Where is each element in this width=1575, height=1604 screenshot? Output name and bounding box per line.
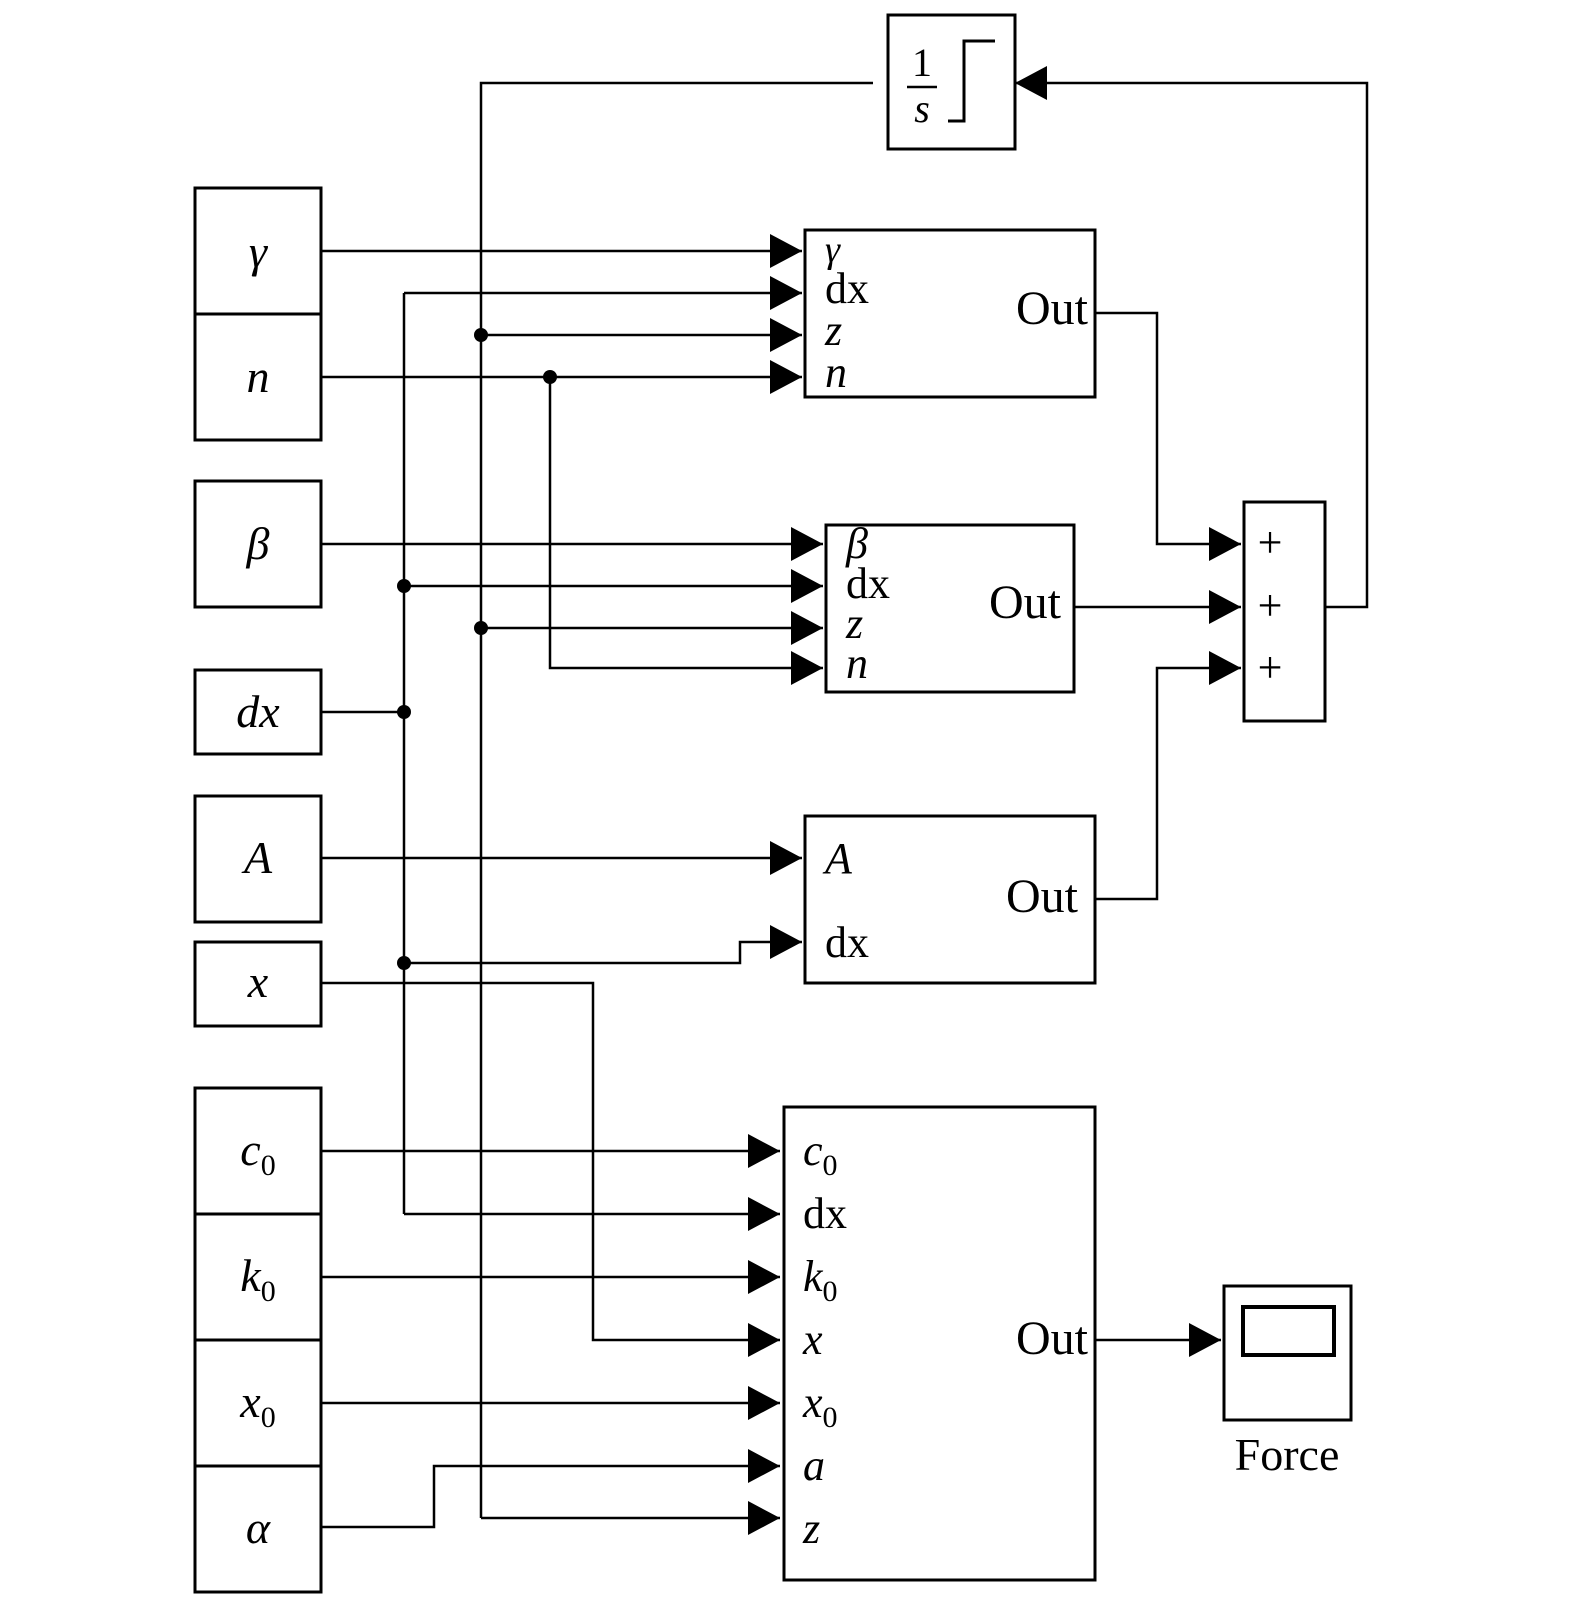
junction-dots [397,328,557,970]
sum-sign: + [1258,643,1283,692]
input-blocks: γ n β dx A x c0 k0 [193,186,323,1594]
sum-sign: + [1258,581,1283,630]
wire-sub1-to-sum [1095,311,1241,561]
junction-dot [474,328,488,342]
port-label: dx [825,264,869,313]
input-label-x: x [247,956,269,1007]
port-label: β [845,519,868,568]
input-block-gamma[interactable]: γ [193,186,323,316]
input-label-dx: dx [236,686,280,737]
junction-dot [397,705,411,719]
port-label: c0 [803,1126,838,1182]
port-label: z [802,1504,820,1553]
port-label: A [822,834,853,883]
input-block-dx[interactable]: dx [193,668,323,756]
scope-label: Force [1235,1429,1340,1480]
input-block-c0[interactable]: c0 [193,1086,323,1216]
junction-dot [397,956,411,970]
port-label: γ [825,229,841,271]
junction-dot [474,621,488,635]
input-label-c0: c0 [240,1124,275,1182]
scope-screen-icon [1241,1305,1336,1357]
subsystem-4[interactable]: c0 dx k0 x x0 a z Out [782,1105,1097,1582]
input-block-A[interactable]: A [193,794,323,924]
subsystem-1[interactable]: γ dx z n Out [803,228,1097,399]
input-label-beta: β [246,518,270,569]
integral-symbol-icon [948,39,995,123]
port-label: n [846,639,868,688]
out-label: Out [1006,870,1079,923]
junction-dot [543,370,557,384]
port-label: x0 [802,1378,838,1434]
input-block-x[interactable]: x [193,940,323,1028]
wire-sum-to-integrator [1015,66,1369,609]
input-block-n[interactable]: n [193,312,323,442]
port-label: x [802,1315,823,1364]
out-label: Out [989,576,1062,629]
input-block-beta[interactable]: β [193,479,323,609]
subsystem-2[interactable]: β dx z n Out [824,519,1076,694]
port-label: dx [846,559,890,608]
port-label: a [803,1441,825,1490]
input-label-alpha: α [246,1502,271,1553]
wire-integrator-to-z-bus [479,81,873,1518]
wires [321,66,1369,1535]
out-label: Out [1016,1312,1089,1365]
sum-block[interactable]: + + + [1242,500,1327,723]
integrator-denominator: s [914,86,930,131]
port-label: z [824,306,842,355]
wire-n-to-sub2 [548,377,823,685]
wire-sub3-to-sum [1095,651,1241,901]
wire-dx-to-sub3 [404,925,802,965]
input-label-gamma: γ [249,226,269,277]
integrator-numerator: 1 [912,40,932,85]
integrator-block[interactable]: 1 s [886,13,1017,151]
port-label: dx [825,918,869,967]
wire-x-to-sub4 [321,981,780,1357]
port-label: z [845,599,863,648]
input-block-alpha[interactable]: α [193,1464,323,1594]
input-label-n: n [247,351,270,402]
scope-block[interactable]: Force [1222,1284,1353,1480]
port-label: n [825,348,847,397]
wire-alpha-to-sub4 [321,1449,780,1529]
port-label: k0 [803,1252,838,1308]
out-label: Out [1016,282,1089,335]
sum-sign: + [1258,518,1283,567]
subsystem-3[interactable]: A dx Out [803,814,1097,985]
input-label-k0: k0 [240,1250,275,1308]
input-block-k0[interactable]: k0 [193,1212,323,1342]
input-label-x0: x0 [239,1376,275,1434]
port-label: dx [803,1189,847,1238]
junction-dot [397,579,411,593]
input-label-A: A [241,832,273,883]
input-block-x0[interactable]: x0 [193,1338,323,1468]
